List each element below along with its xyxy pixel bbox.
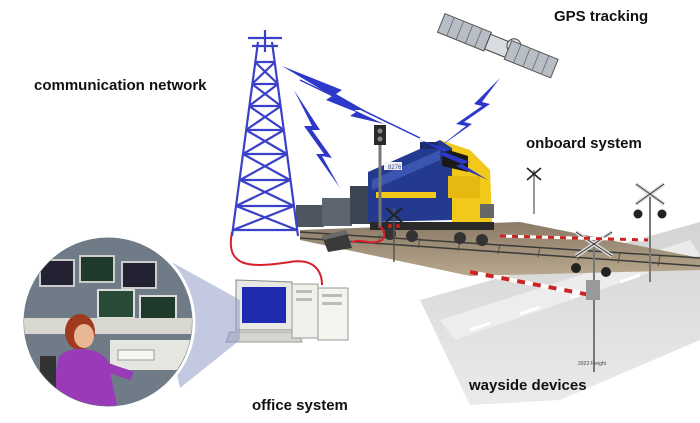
label-communication-network: communication network [34, 77, 207, 94]
crossing-gate [469, 230, 614, 372]
lightning-bolt-icon [282, 66, 421, 139]
tower-to-office-cable [229, 231, 323, 286]
trackside-cable [351, 225, 386, 244]
crossing-gate [499, 182, 667, 282]
label-office-system: office system [252, 397, 348, 414]
label-gps-tracking: GPS tracking [554, 8, 649, 25]
radio-tower-icon [230, 30, 300, 237]
freight-cars [296, 186, 382, 227]
satellite-icon [436, 12, 559, 79]
rail-track [299, 222, 700, 276]
svg-text:8276: 8276 [388, 165, 402, 171]
locomotive-icon: 8276 [368, 140, 494, 246]
railroad-crossing-icon [385, 207, 403, 262]
lightning-bolt-icon [420, 140, 488, 180]
label-onboard-system: onboard system [526, 135, 642, 152]
computer-workstation-icon [225, 279, 349, 343]
lightning-bolt-icon [438, 78, 500, 148]
office-operator-scene [20, 234, 240, 410]
railroad-crossing-icon [526, 167, 542, 214]
signal-pole [374, 125, 386, 228]
lightning-bolt-icon [294, 90, 340, 188]
label-wayside-devices: wayside devices [469, 377, 587, 394]
wayside-equipment-box [322, 230, 352, 252]
image-credit: 2023 Freight [578, 361, 607, 367]
